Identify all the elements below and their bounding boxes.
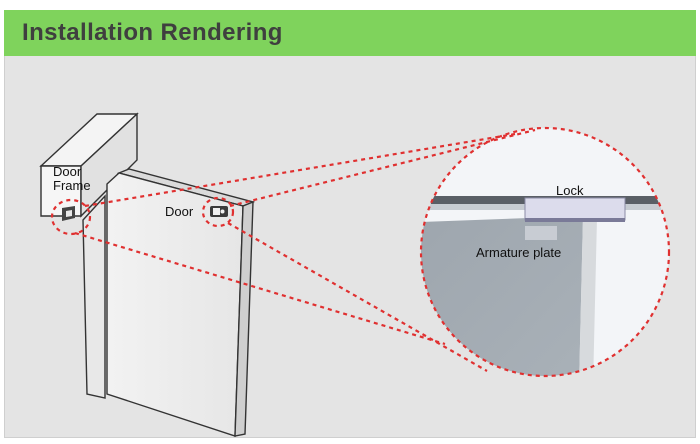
closeup-door-edge bbox=[579, 216, 597, 376]
closeup-lock-body bbox=[524, 197, 626, 221]
installation-diagram-panel: Door Frame Door Lock Armature plate bbox=[4, 56, 696, 438]
zoom-callout-circle bbox=[419, 126, 671, 378]
header-bar: Installation Rendering bbox=[4, 10, 696, 56]
callout-line-3 bbox=[74, 231, 446, 346]
closeup-lock-bottom bbox=[525, 218, 625, 222]
lock-label: Lock bbox=[556, 183, 584, 198]
frame-side-face bbox=[80, 112, 138, 218]
door-edge bbox=[234, 200, 254, 437]
door-armature-highlight bbox=[201, 196, 235, 228]
callout-line-1 bbox=[84, 132, 516, 208]
frame-lock-highlight bbox=[50, 198, 92, 236]
door-armature-screw bbox=[220, 209, 225, 214]
page-title: Installation Rendering bbox=[22, 19, 283, 46]
frame-lock-face bbox=[66, 210, 72, 217]
callout-line-4 bbox=[227, 222, 488, 372]
installation-diagram: Door Frame Door Lock Armature plate bbox=[39, 112, 671, 437]
door-frame-header bbox=[39, 112, 139, 218]
jamb-post bbox=[82, 194, 106, 399]
closeup-armature-plate bbox=[525, 226, 557, 240]
closeup-door-panel bbox=[421, 216, 583, 376]
door-leaf bbox=[106, 168, 256, 437]
door-frame-label-line2: Frame bbox=[53, 178, 91, 193]
door-label: Door bbox=[165, 204, 194, 219]
callout-overlay bbox=[50, 126, 671, 378]
door-armature-face bbox=[213, 208, 220, 215]
armature-plate-label: Armature plate bbox=[476, 245, 561, 260]
door-armature-small bbox=[210, 206, 228, 217]
door-frame-label-line1: Door bbox=[53, 164, 82, 179]
frame-lock-small bbox=[62, 206, 75, 221]
door-frame-jamb bbox=[82, 194, 106, 399]
